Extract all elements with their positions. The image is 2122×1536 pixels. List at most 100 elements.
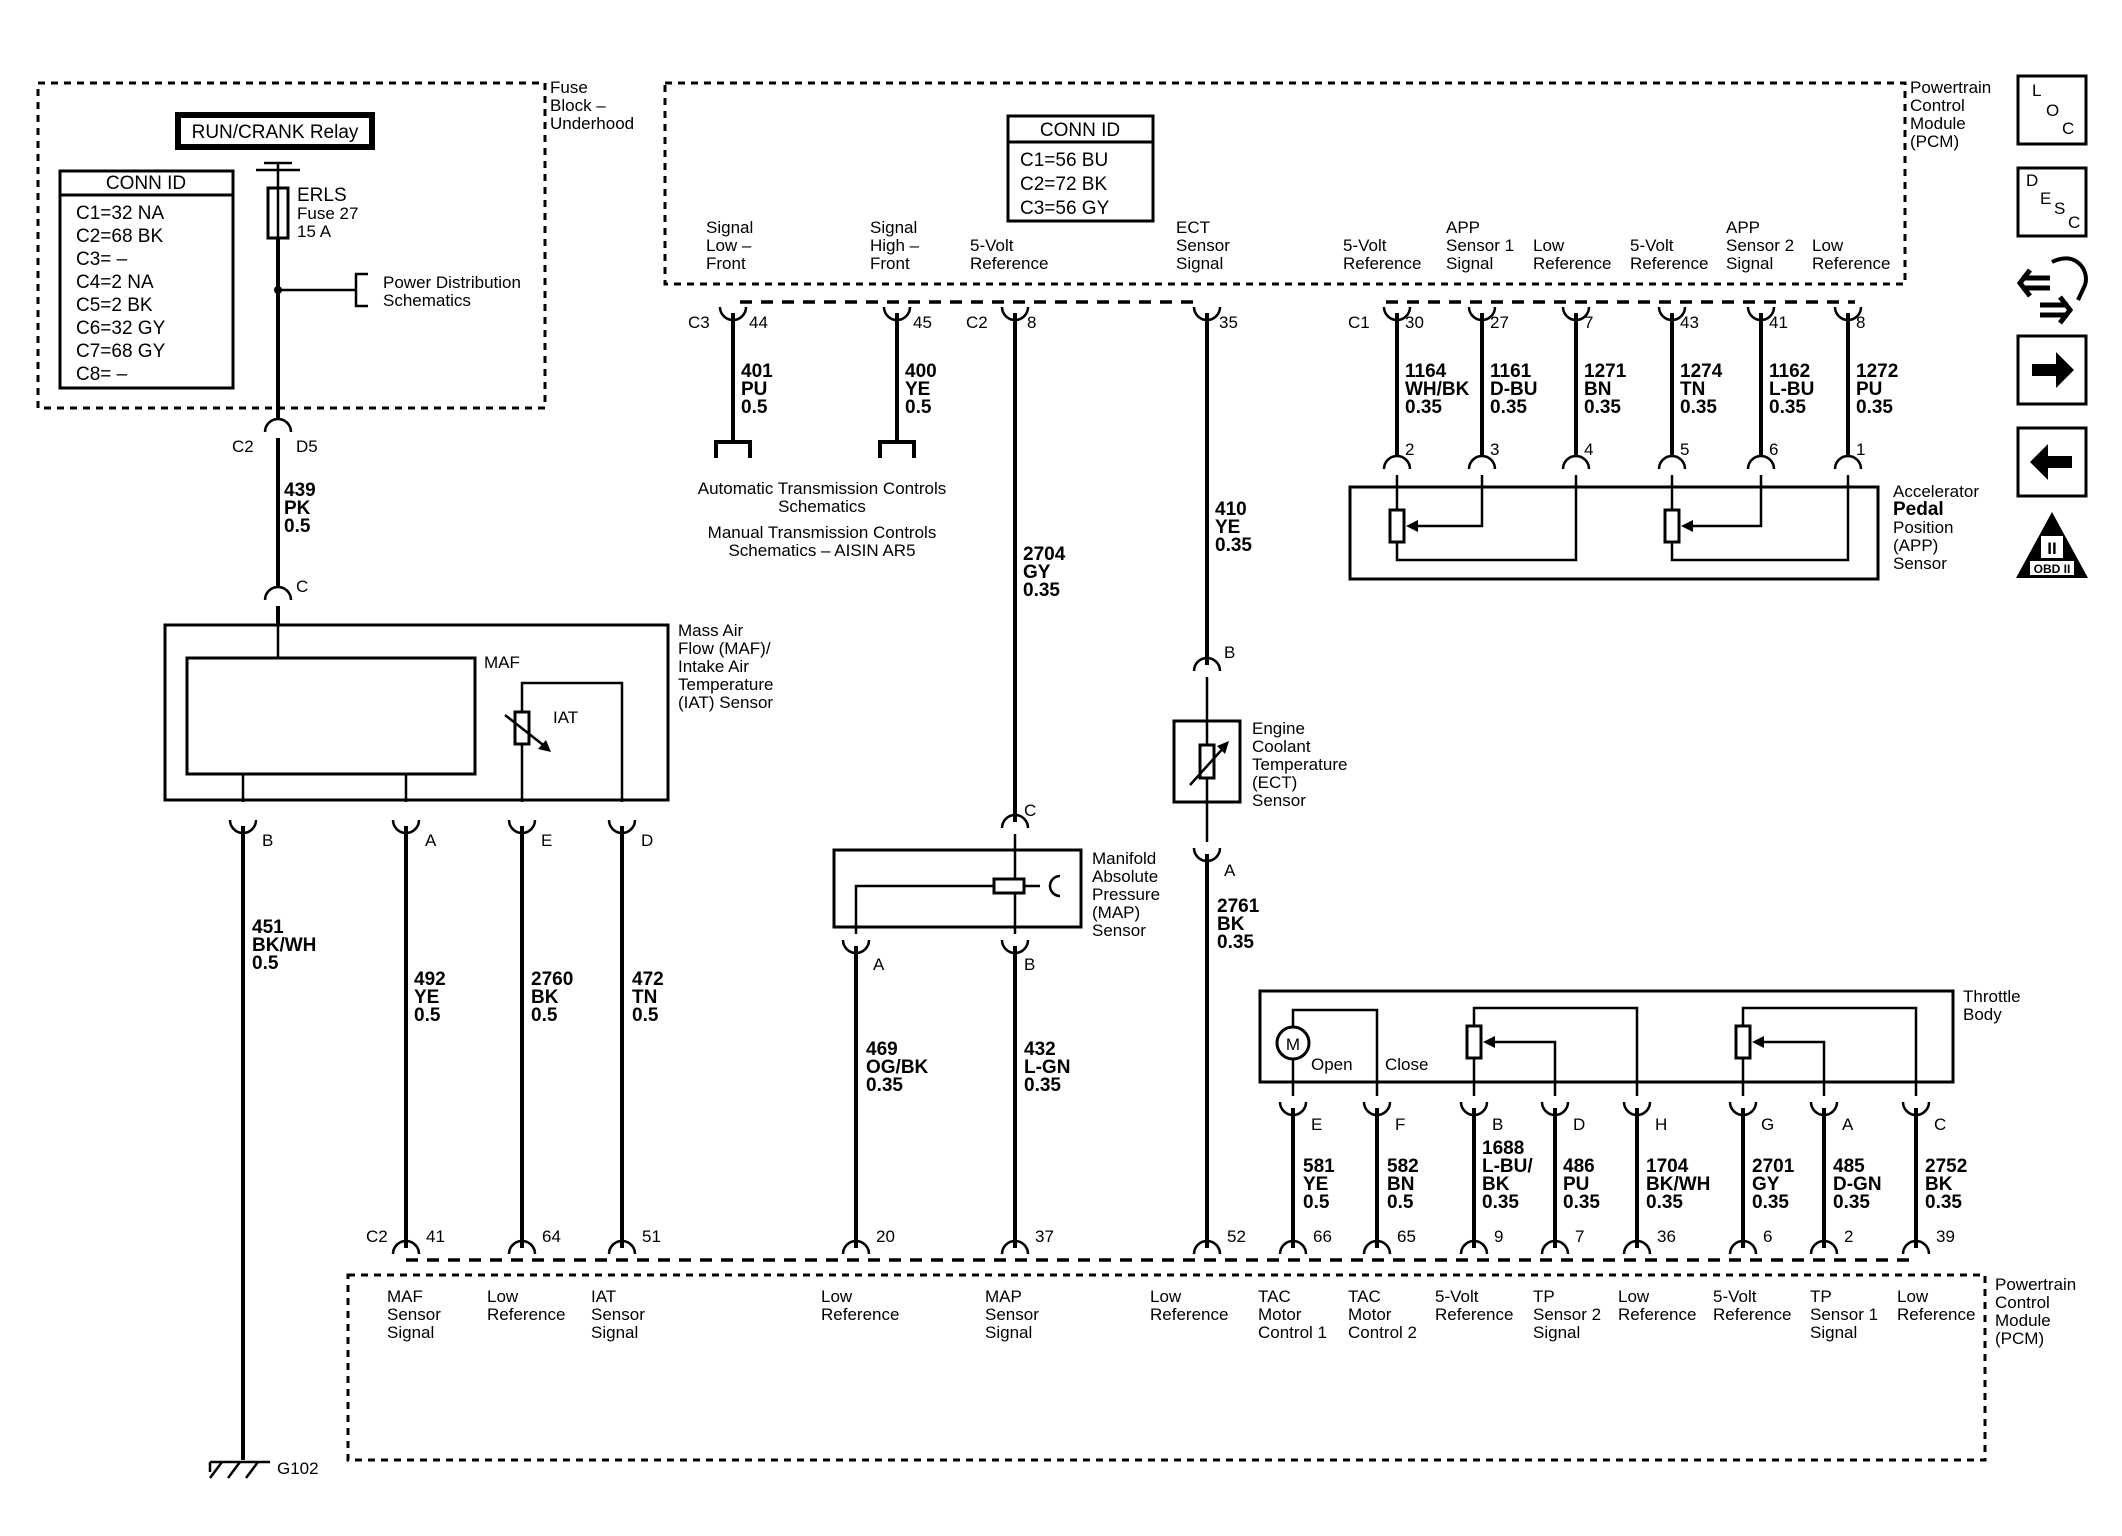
wire-581-gauge: 0.5 <box>1303 1192 1330 1213</box>
svg-text:Motor: Motor <box>1348 1305 1392 1324</box>
ect-pin-a: A <box>1224 861 1236 880</box>
svg-text:Sensor: Sensor <box>591 1305 645 1324</box>
arrow-left-icon <box>2030 444 2072 480</box>
pcm-top-title-2: Control <box>1910 96 1965 115</box>
pcm-bottom-pin-1: 64 <box>542 1227 561 1246</box>
wire-1272-gauge: 0.35 <box>1856 397 1893 418</box>
svg-text:Engine: Engine <box>1252 719 1305 738</box>
svg-text:Sensor: Sensor <box>1176 236 1230 255</box>
wire-410-color: YE <box>1215 517 1240 538</box>
svg-text:Low: Low <box>487 1287 519 1306</box>
svg-text:Reference: Reference <box>1618 1305 1696 1324</box>
loc-button[interactable]: L O C <box>2016 74 2088 146</box>
maf-in-wire-gauge: 0.5 <box>284 516 311 537</box>
throttle-body: Throttle Body M Open Close E F B D H G A <box>1258 987 2021 1248</box>
fuse-block-title-3: Underhood <box>550 114 634 133</box>
relay-label: RUN/CRANK Relay <box>192 122 359 143</box>
svg-text:TP: TP <box>1810 1287 1832 1306</box>
ect-signal-wire: 410 YE 0.35 <box>1192 306 1252 665</box>
wire-1272-circuit: 1272 <box>1856 361 1898 382</box>
svg-text:Sensor 2: Sensor 2 <box>1533 1305 1601 1324</box>
wire-2701-circuit: 2701 <box>1752 1156 1795 1177</box>
wire-1271-circuit: 1271 <box>1584 361 1627 382</box>
svg-text:Sensor: Sensor <box>1092 921 1146 940</box>
pcm-bottom-conn: C2 <box>366 1227 388 1246</box>
wire-2752-color: BK <box>1925 1174 1953 1195</box>
pcm-conn-id-0: C1=56 BU <box>1020 150 1108 171</box>
svg-text:Sensor 1: Sensor 1 <box>1446 236 1514 255</box>
wire-1704-gauge: 0.35 <box>1646 1192 1683 1213</box>
pcm-top-title-4: (PCM) <box>1910 132 1959 151</box>
svg-text:Control: Control <box>1995 1293 2050 1312</box>
wire-1162-circuit: 1162 <box>1769 361 1810 382</box>
fuse-conn-id-6: C7=68 GY <box>76 341 166 362</box>
map-sensor: C A B 469 OG/BK 0.35 432 L-GN 0.35 Manif… <box>832 801 1160 1248</box>
iat-label: IAT <box>553 708 578 727</box>
svg-text:Signal: Signal <box>591 1323 638 1342</box>
tac-open-label: Open <box>1311 1055 1353 1074</box>
svg-text:OBD II: OBD II <box>2034 562 2071 576</box>
pcm-conn-id-2: C3=56 GY <box>1020 198 1110 219</box>
svg-text:Low: Low <box>1533 236 1565 255</box>
svg-text:5-Volt: 5-Volt <box>1630 236 1674 255</box>
pcm-top-label-7: 5-Volt Reference <box>1630 236 1708 273</box>
pcm-top-label-3: ECT Sensor Signal <box>1176 218 1230 273</box>
maf-in-pin: C <box>296 577 308 596</box>
fuse-out-connector: C2 <box>232 437 254 456</box>
pcm-bottom-label-13: Low Reference <box>1897 1287 1975 1324</box>
wire-582-color: BN <box>1387 1174 1414 1195</box>
svg-text:(MAP): (MAP) <box>1092 903 1140 922</box>
wire-492-circuit: 492 <box>414 969 446 990</box>
wire-1161-gauge: 0.35 <box>1490 397 1527 418</box>
prev-page-button[interactable] <box>2016 426 2088 498</box>
wire-1274-circuit: 1274 <box>1680 361 1723 382</box>
pcm-top-pin-1: 45 <box>913 313 932 332</box>
wire-400-gauge: 0.5 <box>905 397 932 418</box>
wire-2760-circuit: 2760 <box>531 969 573 990</box>
trans-wires: 401 PU 0.5 400 YE 0.5 Automatic Transmis… <box>698 306 946 560</box>
map-pin-c: C <box>1024 801 1036 820</box>
svg-text:Front: Front <box>706 254 746 273</box>
wire-451-circuit: 451 <box>252 917 284 938</box>
ect-sensor: B A 2761 BK 0.35 Engine Coolant Temperat… <box>1172 643 1347 1248</box>
next-page-button[interactable] <box>2016 334 2088 406</box>
wire-401-gauge: 0.5 <box>741 397 768 418</box>
maf-in-wire-color: PK <box>284 498 311 519</box>
pcm-bottom-pin-7: 65 <box>1397 1227 1416 1246</box>
wire-1161-color: D-BU <box>1490 379 1538 400</box>
ground-label: G102 <box>277 1459 319 1478</box>
wire-485-circuit: 485 <box>1833 1156 1865 1177</box>
pcm-top-label-5: APP Sensor 1 Signal <box>1446 218 1514 273</box>
pcm-bottom-pin-3: 20 <box>876 1227 895 1246</box>
svg-text:(APP): (APP) <box>1893 536 1938 555</box>
svg-text:Control 2: Control 2 <box>1348 1323 1417 1342</box>
svg-text:Low: Low <box>1812 236 1844 255</box>
wire-2704-color: GY <box>1023 562 1051 583</box>
trans-ref-4: Schematics – AISIN AR5 <box>728 541 915 560</box>
pcm-bottom-pin-10: 36 <box>1657 1227 1676 1246</box>
svg-text:Low: Low <box>1618 1287 1650 1306</box>
connector-view-icon[interactable] <box>2016 256 2088 325</box>
fuse-conn-id-4: C5=2 BK <box>76 295 153 316</box>
pcm-conn-id-1: C2=72 BK <box>1020 174 1107 195</box>
wire-1704-color: BK/WH <box>1646 1174 1710 1195</box>
wire-410-circuit: 410 <box>1215 499 1247 520</box>
desc-button[interactable]: D E S C <box>2016 166 2088 238</box>
pcm-bottom-label-5: Low Reference <box>1150 1287 1228 1324</box>
svg-text:Pedal: Pedal <box>1893 499 1944 520</box>
wire-1704-circuit: 1704 <box>1646 1156 1689 1177</box>
pcm-top-pin-5: 27 <box>1490 313 1509 332</box>
pcm-bottom-pin-8: 9 <box>1494 1227 1503 1246</box>
wire-2761-color: BK <box>1217 914 1245 935</box>
wire-2704-gauge: 0.35 <box>1023 580 1060 601</box>
map-ref-wire: 2704 GY 0.35 <box>1000 306 1066 822</box>
svg-text:Reference: Reference <box>821 1305 899 1324</box>
svg-text:Sensor: Sensor <box>1252 791 1306 810</box>
wire-451-gauge: 0.5 <box>252 953 279 974</box>
svg-text:MAP: MAP <box>985 1287 1022 1306</box>
wire-1161-circuit: 1161 <box>1490 361 1532 382</box>
wire-1688-gauge: 0.35 <box>1482 1192 1519 1213</box>
wire-432-circuit: 432 <box>1024 1039 1056 1060</box>
pcm-top-pin-6: 7 <box>1584 313 1593 332</box>
